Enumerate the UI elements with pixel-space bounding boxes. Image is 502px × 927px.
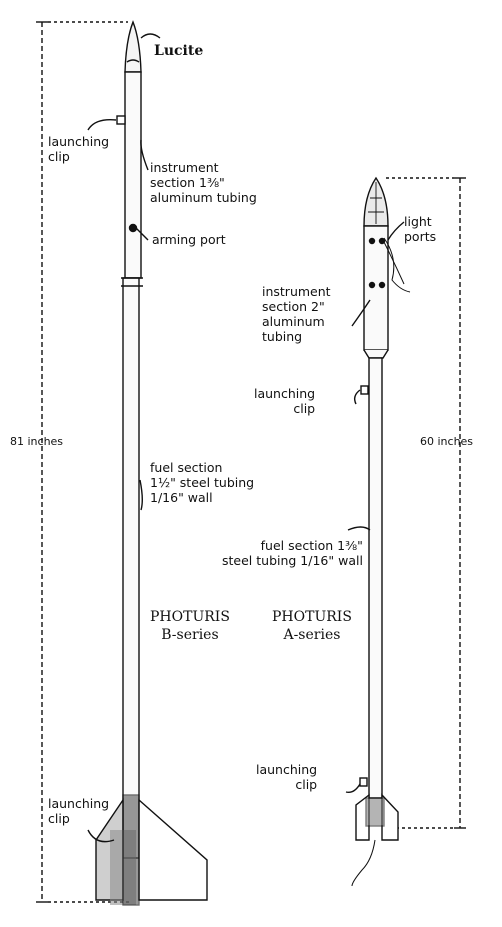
nose-cone-b (124, 20, 142, 73)
instrument-section-label-b: instrument section 1⅜" aluminum tubing (150, 160, 257, 205)
fuel-section-label-b: fuel section 1½" steel tubing 1/16" wall (150, 460, 255, 505)
light-ports-label: light ports (404, 214, 437, 244)
rocket-a-series (345, 176, 466, 887)
b-series-series: B-series (161, 627, 219, 643)
fuel-section-label-a: fuel section 1⅜" steel tubing 1/16" wall (222, 538, 363, 568)
instrument-section-a (363, 225, 389, 351)
lucite-label: Lucite (154, 43, 204, 59)
a-series-series: A-series (283, 627, 341, 643)
arming-port (128, 223, 138, 233)
height-dimension-a (386, 177, 466, 829)
light-port-2 (378, 237, 386, 245)
light-port-3 (368, 281, 376, 289)
height-label-a: 60 inches (420, 435, 474, 448)
b-series-title: PHOTURIS B-series (150, 608, 230, 644)
launching-clip-a-upper (360, 385, 369, 395)
rocket-b-series (36, 20, 208, 906)
instrument-section-label-a: instrument section 2" aluminum tubing (262, 284, 331, 344)
launching-clip-b-upper (116, 115, 126, 125)
b-series-name: PHOTURIS (150, 609, 230, 625)
fuel-section-b (122, 277, 140, 859)
fuel-section-a (368, 357, 383, 799)
arming-port-label: arming port (152, 232, 226, 247)
launching-clip-a-lower (359, 777, 368, 787)
launching-clip-label-b-lower: launching clip (48, 796, 110, 826)
light-port-1 (368, 237, 376, 245)
a-series-title: PHOTURIS A-series (272, 608, 352, 644)
launching-clip-label-a-upper: launching clip (254, 386, 316, 416)
launching-clip-label-a-lower: launching clip (256, 762, 318, 792)
launching-clip-label-b-upper: launching clip (48, 134, 110, 164)
a-series-name: PHOTURIS (272, 609, 352, 625)
height-label-b: 81 inches (10, 435, 64, 448)
light-port-4 (378, 281, 386, 289)
instrument-section-b (124, 71, 142, 279)
